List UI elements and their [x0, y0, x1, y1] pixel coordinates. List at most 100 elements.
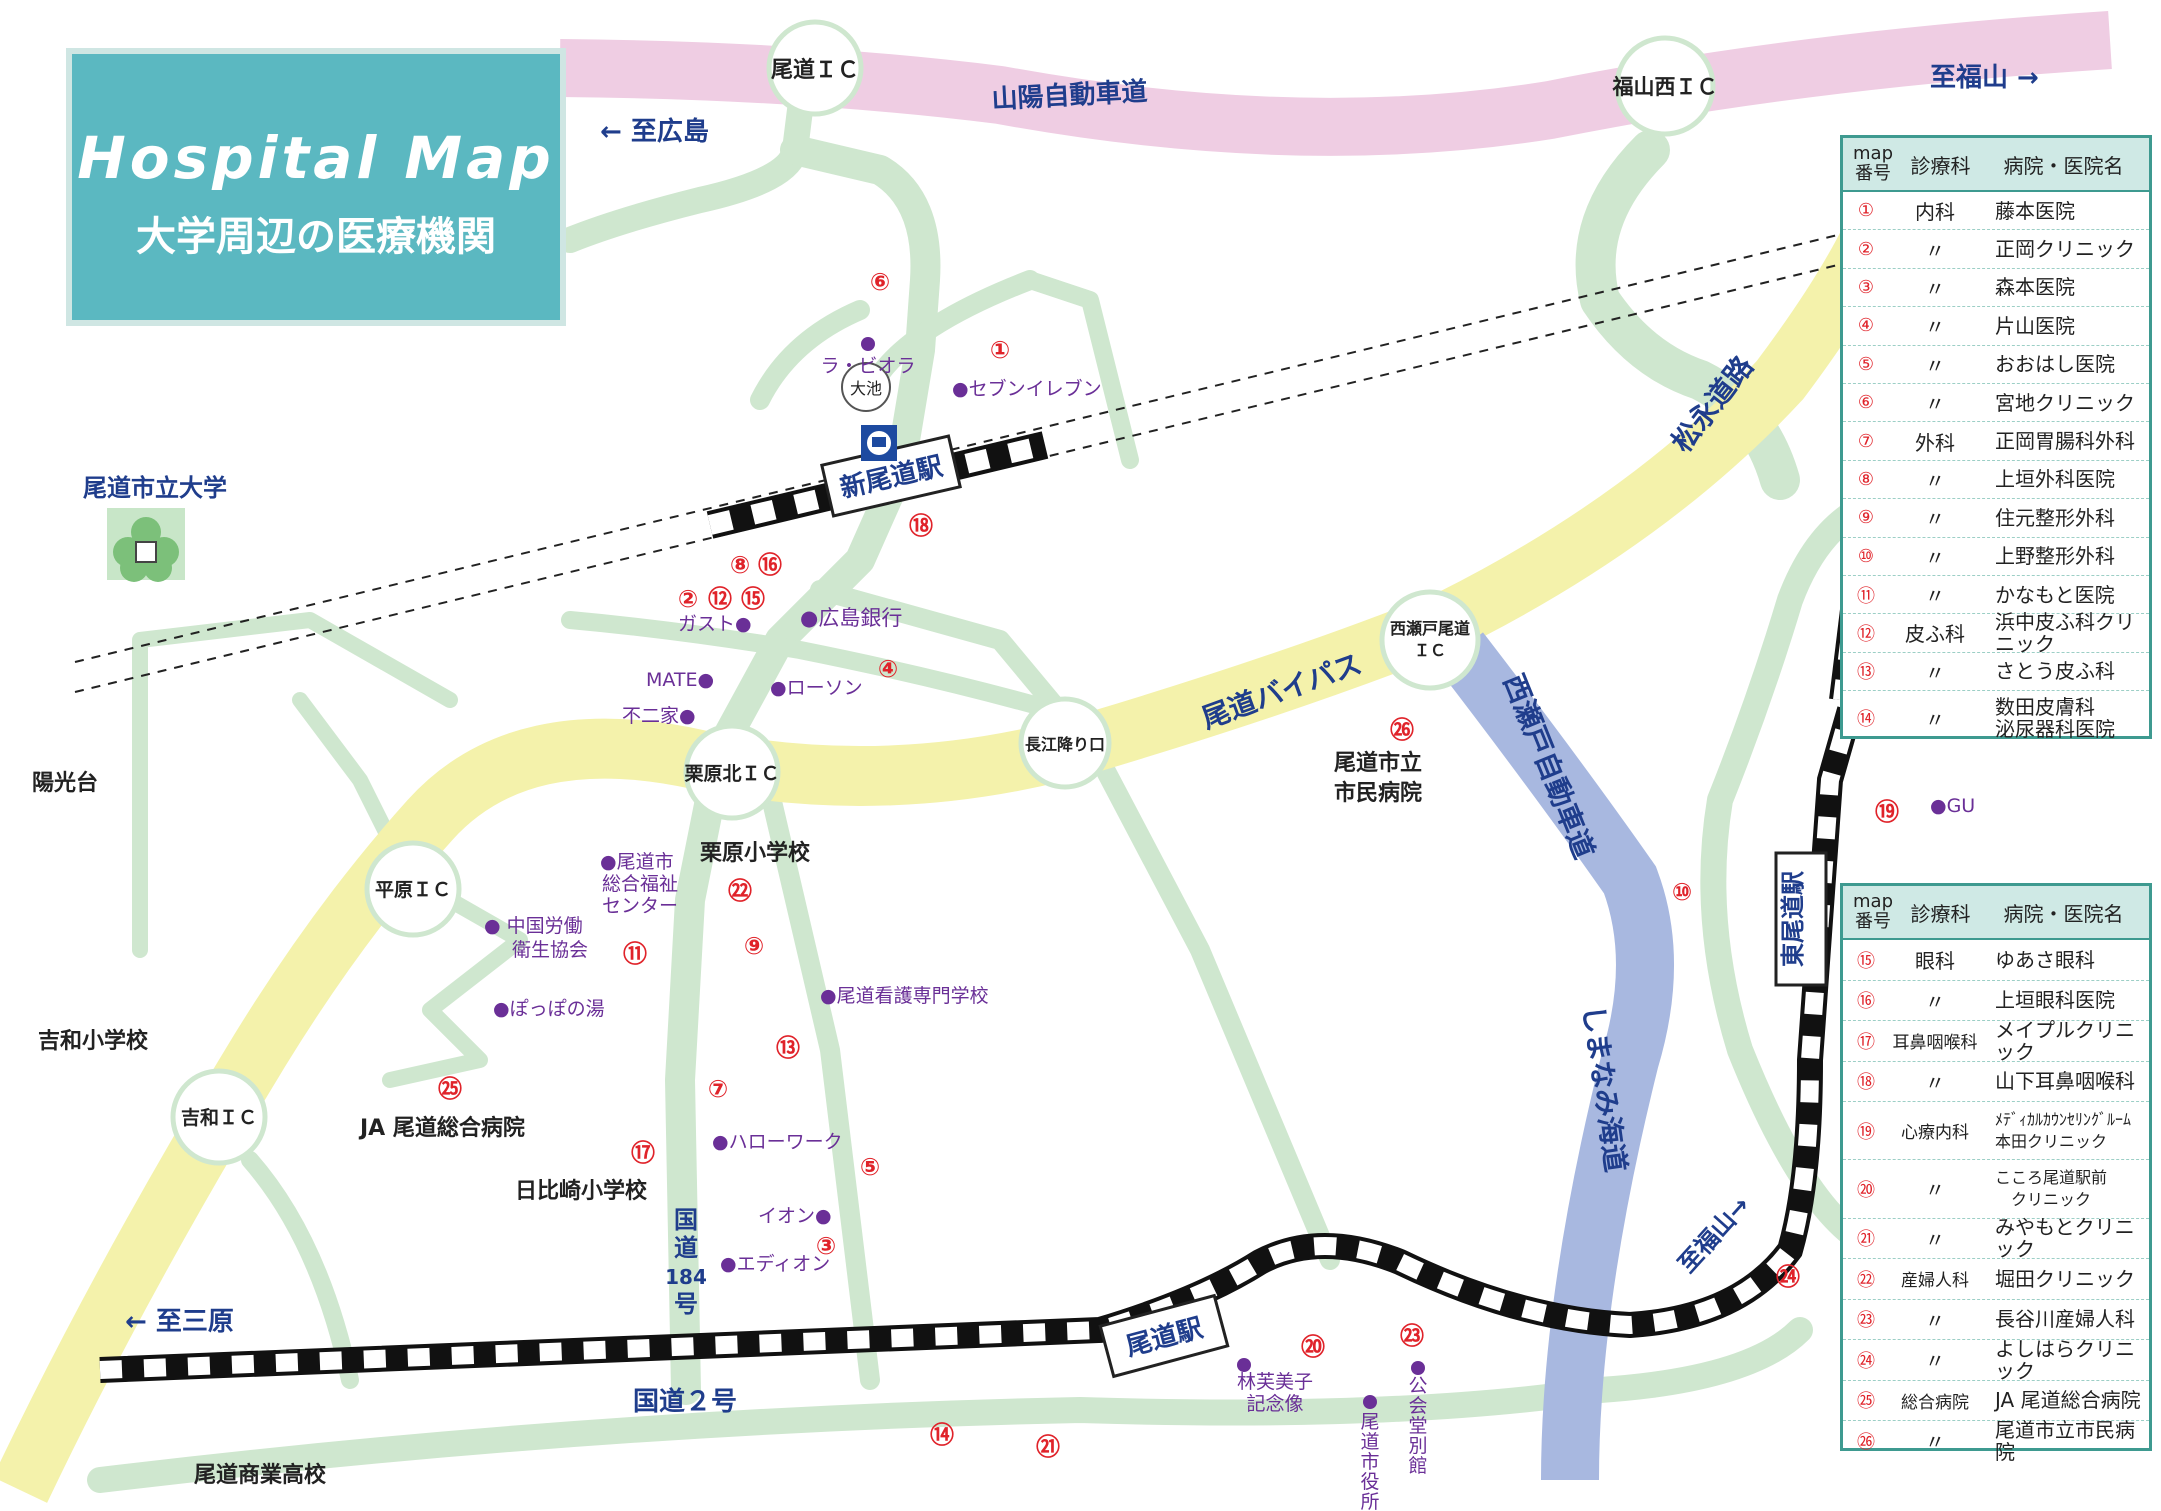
legend-hospital-name: 片山医院 — [1995, 313, 2075, 338]
svg-text:184: 184 — [665, 1265, 707, 1289]
legend-row: ㉑〃みやもとクリニック — [1843, 1216, 2149, 1260]
legend-row: ⑭〃数田皮膚科 泌尿器科医院 — [1843, 691, 2149, 745]
legend-number: ㉓ — [1857, 1310, 1875, 1332]
facility-hellowork: ●ハローワーク — [712, 1131, 843, 1153]
ic-nishiseto-1: 西瀬戸尾道 — [1390, 619, 1470, 638]
facility-kokaido-3: 堂 — [1408, 1415, 1427, 1437]
legend-number: ② — [1857, 238, 1875, 260]
legend-hospital-name: 上垣外科医院 — [1995, 467, 2115, 492]
direction-fukuyama-bottom: 至福山→ — [1673, 1191, 1755, 1278]
facility-edion: ●エディオン — [720, 1253, 830, 1275]
facility-hayashi-1: 林芙美子 — [1237, 1371, 1313, 1393]
place-yoshiwa-school: 吉和小学校 — [38, 1028, 149, 1054]
legend-department: 〃 — [1925, 545, 1945, 570]
route184-label: 国 道 184 号 — [665, 1206, 707, 1318]
facility-la-biora: ラ・ビオラ — [820, 355, 915, 377]
legend-hospital-name: 正岡クリニック — [1995, 237, 2135, 262]
legend-department: 〃 — [1925, 238, 1945, 263]
legend-department: 耳鼻咽喉科 — [1892, 1033, 1978, 1054]
legend-department: 眼科 — [1915, 949, 1955, 974]
direction-fukuyama-top: 至福山 → — [1930, 63, 2039, 93]
station-higashi-onomichi: 東尾道駅 — [1779, 871, 1807, 967]
legend-row: ⑥〃宮地クリニック — [1843, 384, 2149, 423]
legend-number: ㉑ — [1857, 1229, 1875, 1251]
legend-hospital-name: 住元整形外科 — [1995, 505, 2115, 530]
legend-number: ⑳ — [1857, 1179, 1875, 1201]
legend-number: ⑲ — [1857, 1121, 1875, 1143]
facility-hayashi-2: 記念像 — [1246, 1392, 1303, 1415]
hospital-marker: ⑱ — [909, 512, 933, 540]
facility-hiroshima-bank: ●広島銀行 — [800, 606, 902, 630]
dashed-boundary — [74, 231, 1851, 693]
legend-number: ⑥ — [1857, 392, 1875, 414]
legend-header-dept: 診療科 — [1910, 901, 1971, 926]
facility-city-hall-5: 所 — [1360, 1491, 1379, 1511]
ic-onomichi: 尾道ＩＣ — [771, 57, 859, 83]
hospital-marker: ② — [678, 585, 698, 613]
hospital-marker: ⑬ — [776, 1034, 800, 1062]
facility-lawson: ●ローソン — [770, 677, 863, 699]
facility-chugoku-1: ● 中国労働 — [484, 915, 583, 937]
legend-number: ⑱ — [1857, 1072, 1875, 1094]
legend-hospital-name: 藤本医院 — [1995, 198, 2075, 223]
legend-department: 〃 — [1925, 1227, 1945, 1252]
legend-number: ⑰ — [1857, 1031, 1875, 1053]
title-box: Hospital Map 大学周辺の医療機関 — [66, 48, 566, 326]
legend-hospital-name: よしはらクリニック — [1995, 1336, 2135, 1383]
svg-text:号: 号 — [674, 1290, 698, 1318]
hospital-marker: ㉔ — [1776, 1263, 1800, 1291]
legend-hospital-name: 尾道市立市民病院 — [1995, 1417, 2135, 1464]
legend-row: ⑬〃さとう皮ふ科 — [1843, 653, 2149, 692]
legend-department: 〃 — [1925, 584, 1945, 609]
ic-hirahara: 平原ＩＣ — [375, 879, 451, 901]
legend-hospital-name: ゆあさ眼科 — [1995, 947, 2095, 972]
legend-department: 〃 — [1925, 1178, 1945, 1203]
hospital-marker: ① — [990, 336, 1010, 364]
facility-gusto: ガスト● — [678, 613, 752, 635]
legend-number: ⑪ — [1857, 585, 1875, 607]
direction-mihara: ← 至三原 — [125, 1307, 234, 1337]
place-ja-hospital: JA 尾道総合病院 — [358, 1115, 525, 1141]
facility-city-hall-1: 尾 — [1360, 1411, 1379, 1433]
ic-kurihara-kita: 栗原北ＩＣ — [684, 763, 779, 785]
bus-stop-icon — [861, 425, 897, 461]
hospital-marker: ⑤ — [860, 1153, 880, 1181]
place-hibisaki-school: 日比崎小学校 — [515, 1178, 648, 1204]
legend-hospital-name: 堀田クリニック — [1995, 1266, 2135, 1291]
legend-department: 〃 — [1925, 315, 1945, 340]
hospital-marker: ㉖ — [1390, 716, 1414, 744]
legend-row: ⑩〃上野整形外科 — [1843, 538, 2149, 576]
title-english: Hospital Map — [77, 124, 555, 192]
legend-hospital-name: かなもと医院 — [1995, 582, 2115, 607]
legend-department: 〃 — [1925, 1430, 1945, 1455]
legend-number: ⑨ — [1857, 507, 1875, 529]
legend-department: 〃 — [1925, 1070, 1945, 1095]
legend-number: ⑤ — [1857, 353, 1875, 375]
hospital-marker: ㉕ — [438, 1075, 462, 1103]
legend-number: ⑧ — [1857, 468, 1875, 490]
hospital-marker: ㉓ — [1400, 1322, 1424, 1350]
facility-welfare-2: 総合福祉 — [602, 873, 678, 895]
legend-hospital-name: 正岡胃腸科外科 — [1995, 429, 2135, 454]
legend-department: 〃 — [1925, 989, 1945, 1014]
legend-department: 〃 — [1925, 660, 1945, 685]
facility-gu: ●GU — [1930, 795, 1975, 817]
facility-welfare-3: センター — [602, 895, 678, 917]
hospital-marker: ③ — [816, 1232, 836, 1260]
facility-mate: MATE● — [646, 669, 714, 691]
facility-welfare-1: ●尾道市 — [600, 851, 674, 873]
legend-department: 総合病院 — [1901, 1392, 1969, 1413]
place-commerce-school: 尾道商業高校 — [194, 1462, 327, 1488]
legend-number: ④ — [1857, 315, 1875, 337]
hospital-marker: ⑳ — [1301, 1333, 1325, 1361]
legend-department: 〃 — [1925, 276, 1945, 301]
place-university: 尾道市立大学 — [83, 474, 227, 502]
route2-label: 国道２号 — [633, 1386, 737, 1417]
legend-header-dept: 診療科 — [1910, 153, 1971, 178]
legend-number: ⑮ — [1857, 950, 1875, 972]
facility-city-hall-2: 道 — [1360, 1431, 1379, 1453]
